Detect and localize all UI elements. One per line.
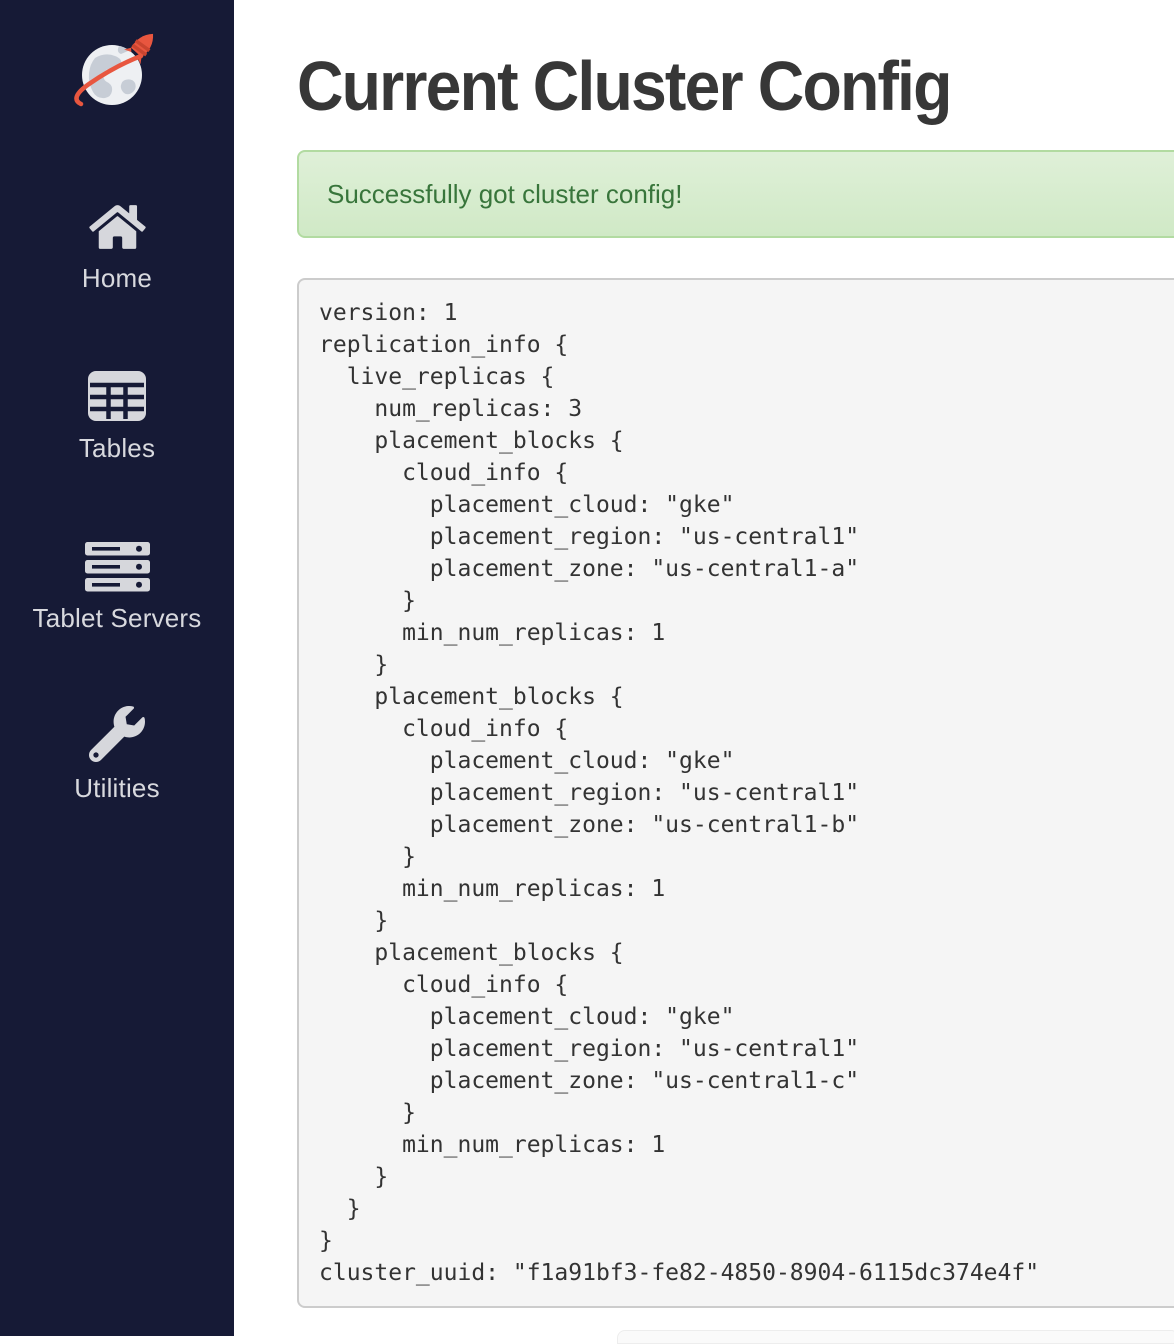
sidebar-item-home[interactable]: Home <box>0 200 234 293</box>
yugabyte-logo[interactable] <box>67 28 167 112</box>
server-stack-icon <box>84 540 150 592</box>
main-content: Current Cluster Config Successfully got … <box>234 0 1174 1344</box>
sidebar-item-tablet-servers[interactable]: Tablet Servers <box>0 540 234 633</box>
bottom-panel-edge <box>617 1330 1174 1344</box>
sidebar-item-label: Home <box>81 263 153 293</box>
table-icon <box>87 370 147 422</box>
sidebar-item-label: Tablet Servers <box>32 603 202 633</box>
sidebar-item-label: Tables <box>78 433 156 463</box>
page-title: Current Cluster Config <box>297 47 952 125</box>
alert-message: Successfully got cluster config! <box>327 178 683 209</box>
sidebar: Home Tables <box>0 0 234 1336</box>
sidebar-item-utilities[interactable]: Utilities <box>0 706 234 803</box>
wrench-icon <box>89 706 145 762</box>
globe-rocket-icon <box>74 33 154 107</box>
sidebar-item-tables[interactable]: Tables <box>0 370 234 463</box>
home-icon <box>88 200 146 252</box>
success-alert: Successfully got cluster config! <box>297 149 1174 238</box>
sidebar-item-label: Utilities <box>74 773 160 803</box>
sidebar-nav: Home Tables <box>0 200 234 880</box>
cluster-config-text: version: 1 replication_info { live_repli… <box>297 277 1174 1308</box>
